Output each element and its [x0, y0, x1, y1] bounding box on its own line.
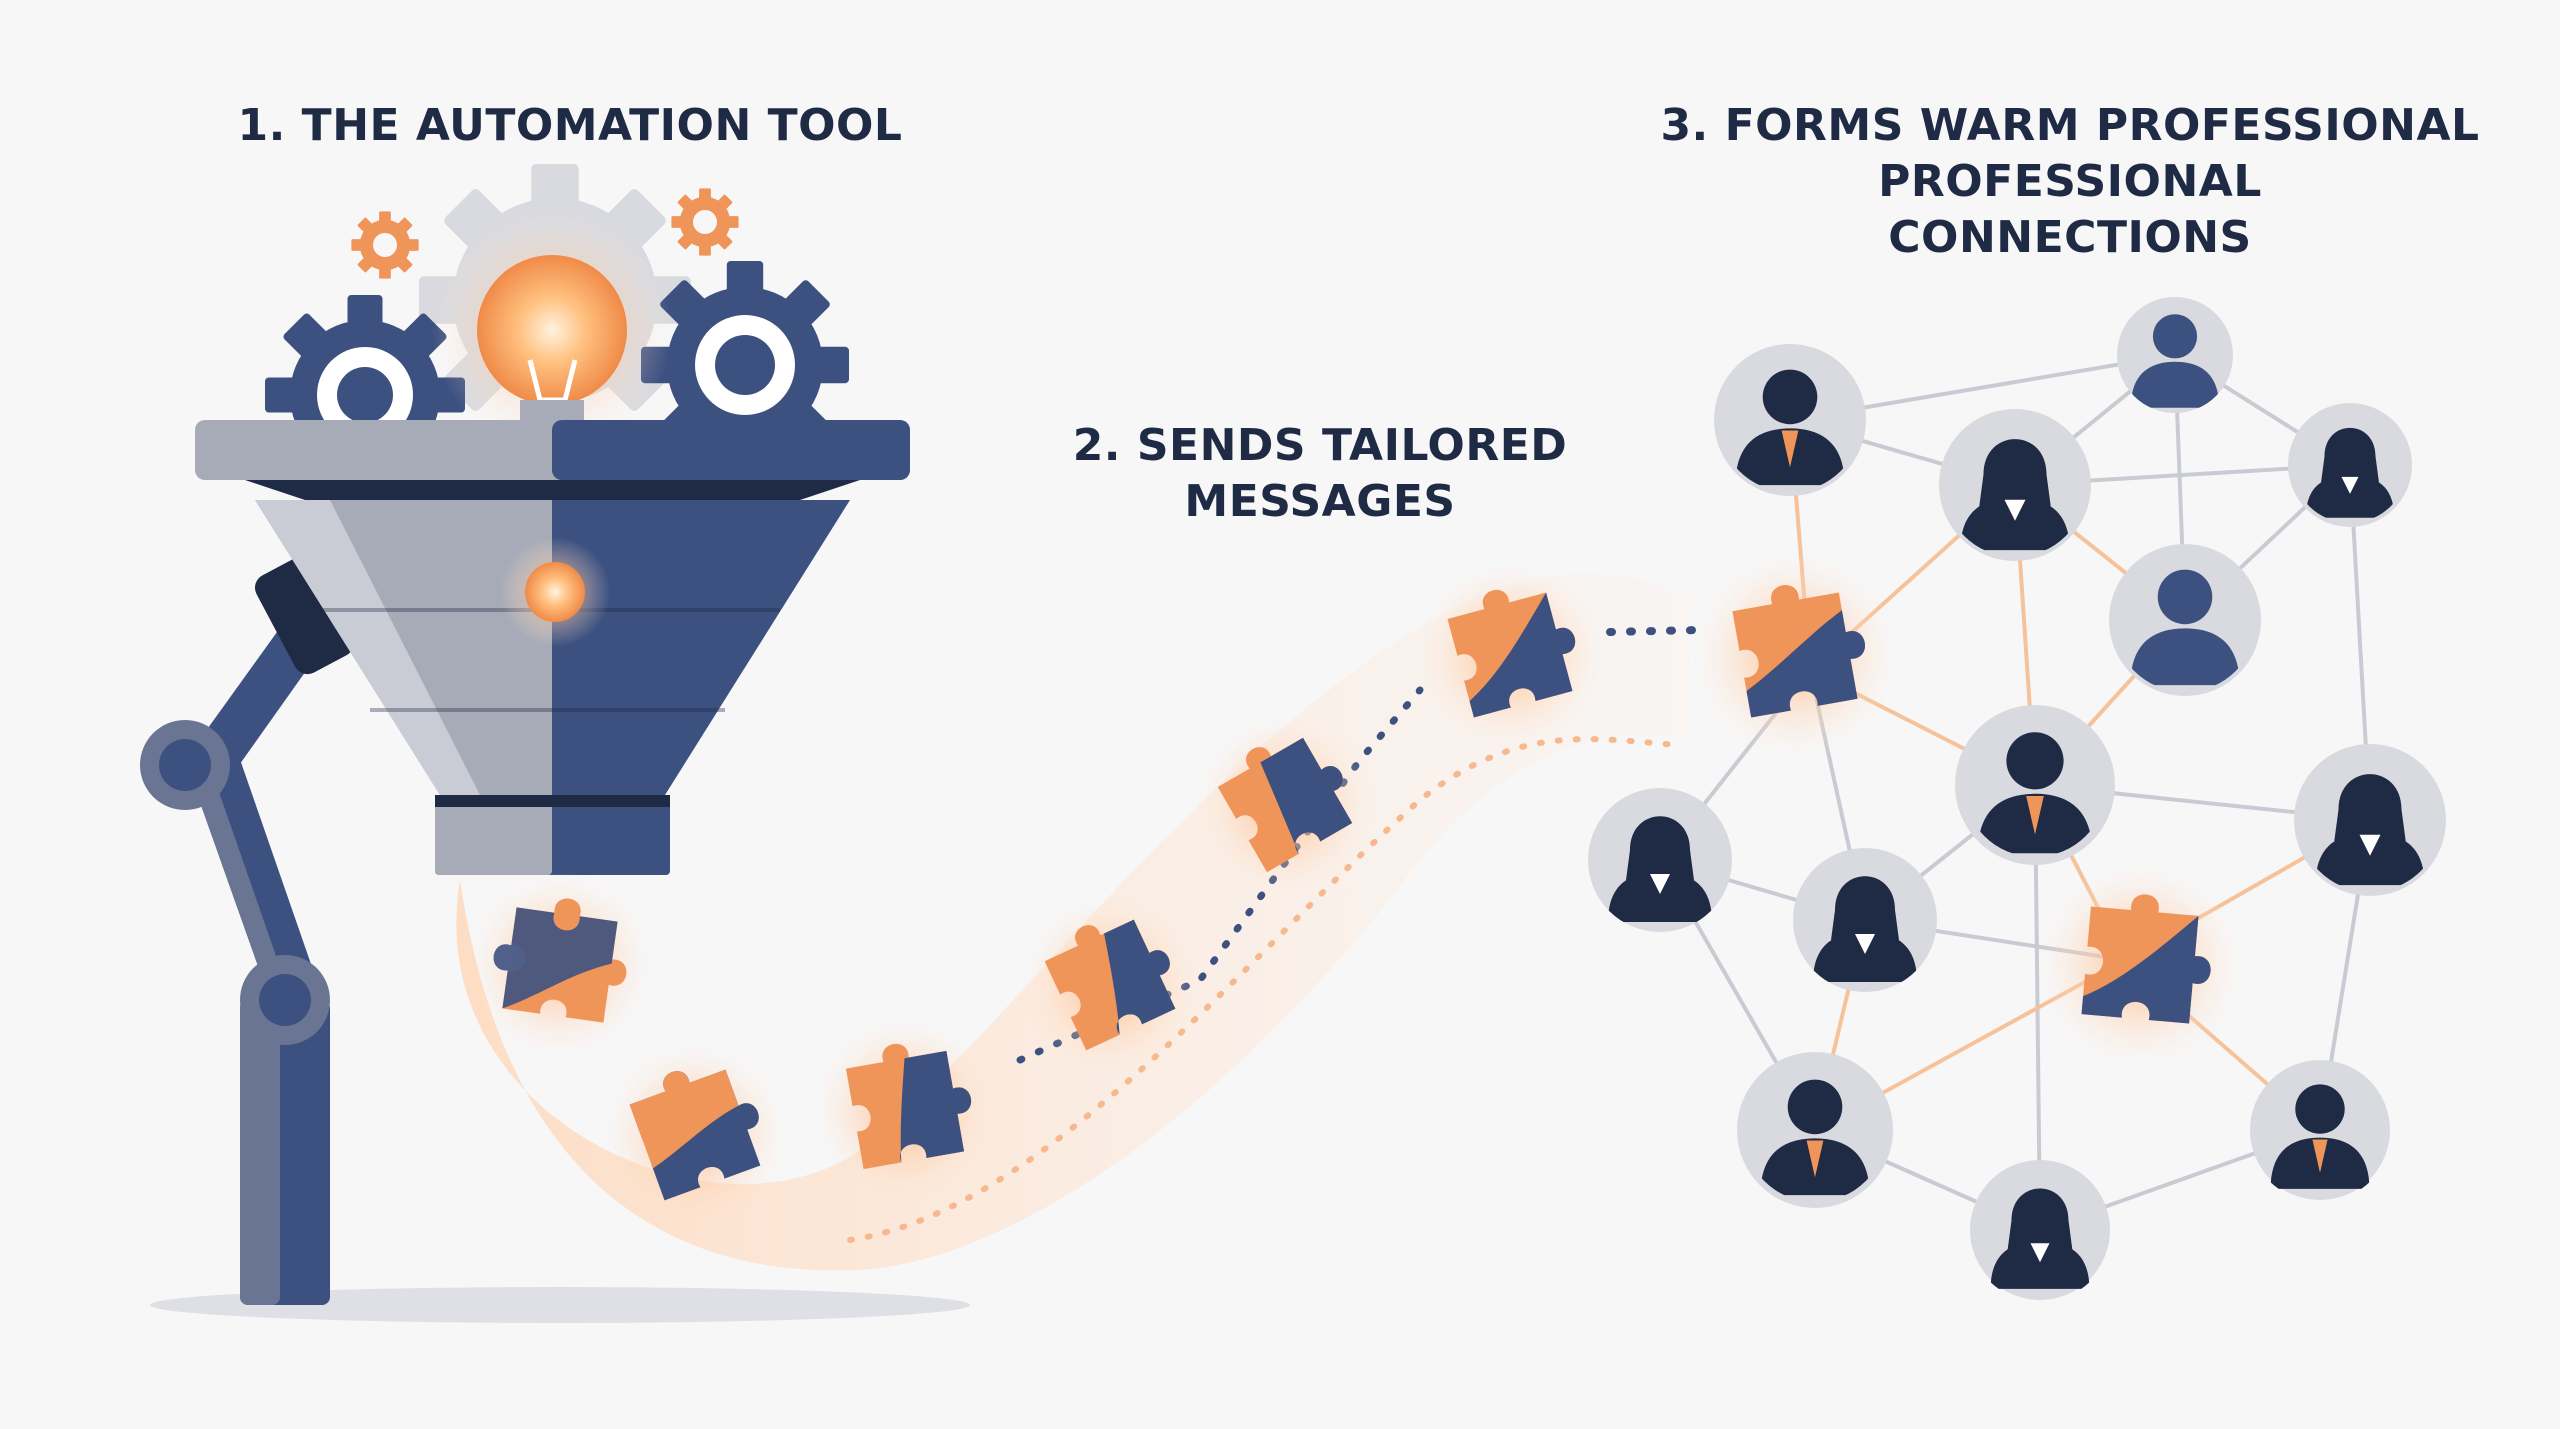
person-avatar-icon [1714, 344, 1866, 496]
gear-icon [265, 164, 849, 495]
puzzle-piece-icon [1019, 894, 1201, 1076]
person-avatar-icon [2288, 403, 2412, 527]
step-2-line: 2. SENDS TAILORED [1072, 420, 1568, 471]
puzzle-piece-icon [1416, 561, 1604, 749]
person-avatar-icon [1588, 788, 1732, 932]
person-avatar-icon [1939, 409, 2091, 561]
puzzle-piece-icon [811, 1016, 999, 1204]
puzzle-piece-icon [1691, 551, 1899, 759]
dotted-connector [1606, 626, 1704, 636]
person-avatar-icon [1970, 1160, 2110, 1300]
step-1-line: 1. THE AUTOMATION TOOL [237, 100, 903, 151]
step-3-line: 3. FORMS WARM PROFESSIONAL [1660, 100, 2480, 151]
puzzle-piece-icon [601, 1041, 789, 1229]
message-stream [456, 561, 1704, 1271]
puzzle-piece-icon [1194, 714, 1376, 896]
puzzle-piece-icon [2036, 861, 2244, 1069]
person-avatar-icon [2117, 297, 2233, 413]
step-3-label: 3. FORMS WARM PROFESSIONAL PROFESSIONAL … [1640, 98, 2500, 266]
person-avatar-icon [2109, 544, 2261, 696]
person-avatar-icon [1793, 848, 1937, 992]
stream-ribbon [456, 573, 1690, 1271]
floor-shadow [150, 1287, 970, 1323]
person-avatar-icon [1737, 1052, 1893, 1208]
automation-machine [140, 164, 970, 1323]
step-3-line: CONNECTIONS [1888, 212, 2252, 263]
small-gear-icon [351, 188, 739, 279]
step-2-line: MESSAGES [1184, 476, 1456, 527]
connections-network [1588, 297, 2446, 1300]
funnel-icon [195, 420, 910, 875]
person-avatar-icon [2294, 744, 2446, 896]
lightbulb-icon [432, 210, 672, 450]
step-2-label: 2. SENDS TAILORED MESSAGES [1000, 418, 1640, 530]
step-1-label: 1. THE AUTOMATION TOOL [190, 98, 950, 154]
puzzle-piece-icon [466, 871, 654, 1059]
step-3-line: PROFESSIONAL [1878, 156, 2262, 207]
person-avatar-icon [2250, 1060, 2390, 1200]
person-avatar-icon [1955, 705, 2115, 865]
robot-arm-icon [140, 556, 355, 1305]
